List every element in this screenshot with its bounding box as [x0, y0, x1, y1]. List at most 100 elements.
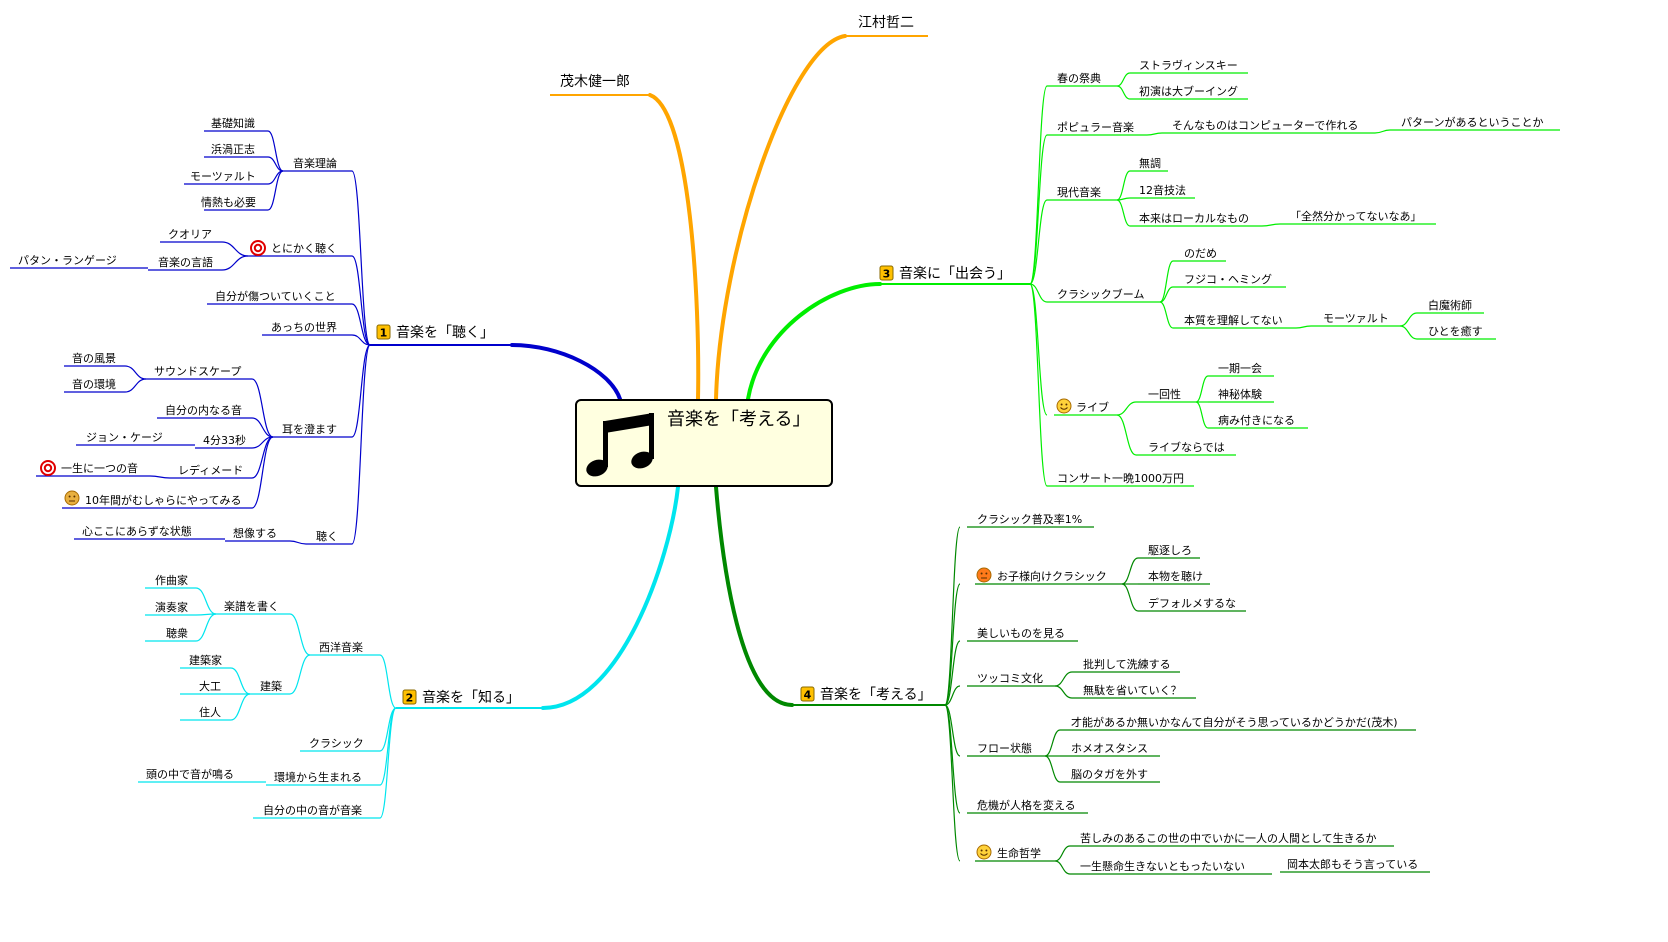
branch-know-title[interactable]: 音楽を「知る」 — [422, 689, 520, 706]
leaf-node[interactable]: 苦しみのあるこの世の中でいかに一人の人間として生きるか — [1080, 831, 1376, 845]
leaf-node[interactable]: 心ここにあらずな状態 — [82, 524, 192, 538]
topic-node[interactable]: サウンドスケープ — [154, 365, 241, 378]
topic-node[interactable]: レディメード — [178, 463, 243, 477]
topic-node[interactable]: 楽譜を書く — [224, 599, 279, 613]
leaf-node[interactable]: 大工 — [199, 679, 221, 693]
topic-node[interactable]: 危機が人格を変える — [977, 798, 1076, 812]
person-node[interactable]: 江村哲二 — [858, 15, 914, 31]
leaf-node[interactable]: 駆逐しろ — [1148, 544, 1192, 557]
person-node[interactable]: 茂木健一郎 — [560, 73, 630, 90]
leaf-node[interactable]: 批判して洗練する — [1083, 657, 1171, 671]
branch-number-badge: 2 — [402, 689, 417, 705]
leaf-node[interactable]: 無調 — [1139, 156, 1161, 170]
leaf-node[interactable]: 一生懸命生きないともったいない — [1080, 859, 1245, 873]
leaf-node[interactable]: 一生に一つの音 — [61, 461, 138, 475]
leaf-node[interactable]: 才能があるか無いかなんて自分がそう思っているかどうかだ(茂木) — [1071, 715, 1397, 729]
topic-node[interactable]: お子様向けクラシック — [997, 569, 1107, 583]
leaf-node[interactable]: 建築家 — [189, 653, 222, 667]
leaf-node[interactable]: 無駄を省いていく？ — [1083, 683, 1182, 697]
leaf-node[interactable]: 頭の中で音が鳴る — [146, 767, 234, 781]
branch-think-title[interactable]: 音楽を「考える」 — [820, 686, 932, 703]
topic-node[interactable]: 一回性 — [1148, 387, 1181, 401]
leaf-node[interactable]: 本物を聴け — [1148, 569, 1203, 583]
leaf-node[interactable]: 脳のタガを外す — [1071, 768, 1148, 781]
leaf-node[interactable]: ストラヴィンスキー — [1139, 58, 1238, 72]
root-title: 音楽を「考える」 — [667, 409, 811, 430]
leaf-node[interactable]: 本来はローカルなもの — [1139, 211, 1249, 225]
topic-node[interactable]: コンサート一晩1000万円 — [1057, 472, 1184, 485]
branch-number-badge: 1 — [376, 324, 391, 340]
topic-node[interactable]: 音楽理論 — [293, 156, 337, 170]
branch-listen-title[interactable]: 音楽を「聴く」 — [396, 324, 494, 341]
leaf-node[interactable]: モーツァルト — [190, 170, 256, 183]
topic-node[interactable]: あっちの世界 — [271, 321, 337, 334]
topic-node[interactable]: 聴く — [316, 530, 338, 543]
smiley-icon — [1056, 398, 1072, 414]
leaf-node[interactable]: 音楽の言語 — [158, 255, 213, 269]
topic-node[interactable]: クラシックブーム — [1057, 287, 1144, 301]
leaf-node[interactable]: 作曲家 — [155, 573, 188, 587]
leaf-node[interactable]: 岡本太郎もそう言っている — [1287, 857, 1418, 871]
topic-node[interactable]: 環境から生まれる — [274, 770, 362, 784]
branch-meet-title[interactable]: 音楽に「出会う」 — [899, 265, 1011, 282]
leaf-node[interactable]: そんなものはコンピューターで作れる — [1172, 119, 1358, 132]
leaf-node[interactable]: ライブならでは — [1148, 440, 1225, 454]
leaf-node[interactable]: 一期一会 — [1218, 362, 1262, 375]
leaf-node[interactable]: パターンがあるということか — [1401, 115, 1543, 129]
topic-node[interactable]: 耳を澄ます — [282, 422, 337, 436]
leaf-node[interactable]: ホメオスタシス — [1071, 742, 1148, 755]
topic-node[interactable]: 建築 — [260, 679, 282, 693]
leaf-node[interactable]: 基礎知識 — [211, 116, 255, 130]
leaf-node[interactable]: デフォルメするな — [1148, 596, 1236, 610]
leaf-node[interactable]: 白魔術師 — [1428, 298, 1472, 312]
topic-node[interactable]: ポピュラー音楽 — [1057, 120, 1134, 134]
leaf-node[interactable]: 12音技法 — [1139, 183, 1186, 197]
leaf-node[interactable]: 演奏家 — [155, 600, 188, 614]
leaf-node[interactable]: フジコ・ヘミング — [1184, 272, 1272, 286]
topic-node[interactable]: 西洋音楽 — [319, 640, 363, 654]
leaf-node[interactable]: 浜渦正志 — [211, 143, 255, 156]
leaf-node[interactable]: 住人 — [199, 705, 221, 719]
leaf-node[interactable]: 神秘体験 — [1218, 387, 1262, 401]
leaf-node[interactable]: モーツァルト — [1323, 312, 1389, 325]
topic-node[interactable]: 4分33秒 — [203, 433, 246, 447]
svg-text:1: 1 — [380, 327, 388, 340]
leaf-node[interactable]: 情熱も必要 — [201, 196, 256, 209]
leaf-node[interactable]: 聴衆 — [166, 627, 188, 640]
leaf-node[interactable]: 10年間がむしゃらにやってみる — [85, 493, 241, 507]
branch-number-badge: 3 — [879, 265, 894, 281]
topic-node[interactable]: フロー状態 — [977, 741, 1032, 755]
topic-node[interactable]: 生命哲学 — [997, 846, 1041, 860]
leaf-node[interactable]: クオリア — [168, 228, 212, 241]
topic-node[interactable]: 美しいものを見る — [977, 627, 1065, 640]
leaf-node[interactable]: 病み付きになる — [1218, 413, 1295, 427]
leaf-node[interactable]: 本質を理解してない — [1184, 313, 1283, 327]
leaf-node[interactable]: 初演は大ブーイング — [1139, 84, 1238, 98]
topic-node[interactable]: 自分の内なる音 — [165, 403, 242, 417]
topic-node[interactable]: クラシック — [309, 737, 364, 750]
topic-node[interactable]: 自分が傷ついていくこと — [215, 289, 336, 303]
leaf-node[interactable]: 音の風景 — [72, 351, 116, 365]
leaf-node[interactable]: ひとを癒す — [1428, 324, 1483, 338]
topic-node[interactable]: クラシック普及率1% — [977, 512, 1082, 526]
leaf-node[interactable]: パタン・ランゲージ — [18, 254, 117, 267]
leaf-node[interactable]: 「全然分かってないなあ」 — [1290, 209, 1421, 223]
topic-node[interactable]: 現代音楽 — [1057, 185, 1101, 199]
svg-text:3: 3 — [883, 268, 891, 281]
topic-node[interactable]: ライブ — [1076, 400, 1109, 414]
svg-text:2: 2 — [406, 692, 414, 705]
root-node[interactable]: 音楽を「考える」 — [575, 399, 833, 487]
svg-text:4: 4 — [804, 689, 812, 702]
angry-face-icon — [976, 567, 992, 583]
dizzy-face-icon — [64, 490, 80, 506]
leaf-node[interactable]: ジョン・ケージ — [86, 431, 163, 444]
topic-node[interactable]: 春の祭典 — [1057, 71, 1101, 85]
topic-node[interactable]: ツッコミ文化 — [977, 671, 1043, 685]
target-icon — [40, 460, 56, 476]
topic-node[interactable]: 自分の中の音が音楽 — [263, 803, 362, 817]
topic-node[interactable]: とにかく聴く — [271, 242, 337, 255]
leaf-node[interactable]: のだめ — [1184, 247, 1217, 260]
topic-node[interactable]: 想像する — [233, 526, 277, 540]
leaf-node[interactable]: 音の環境 — [72, 377, 116, 391]
